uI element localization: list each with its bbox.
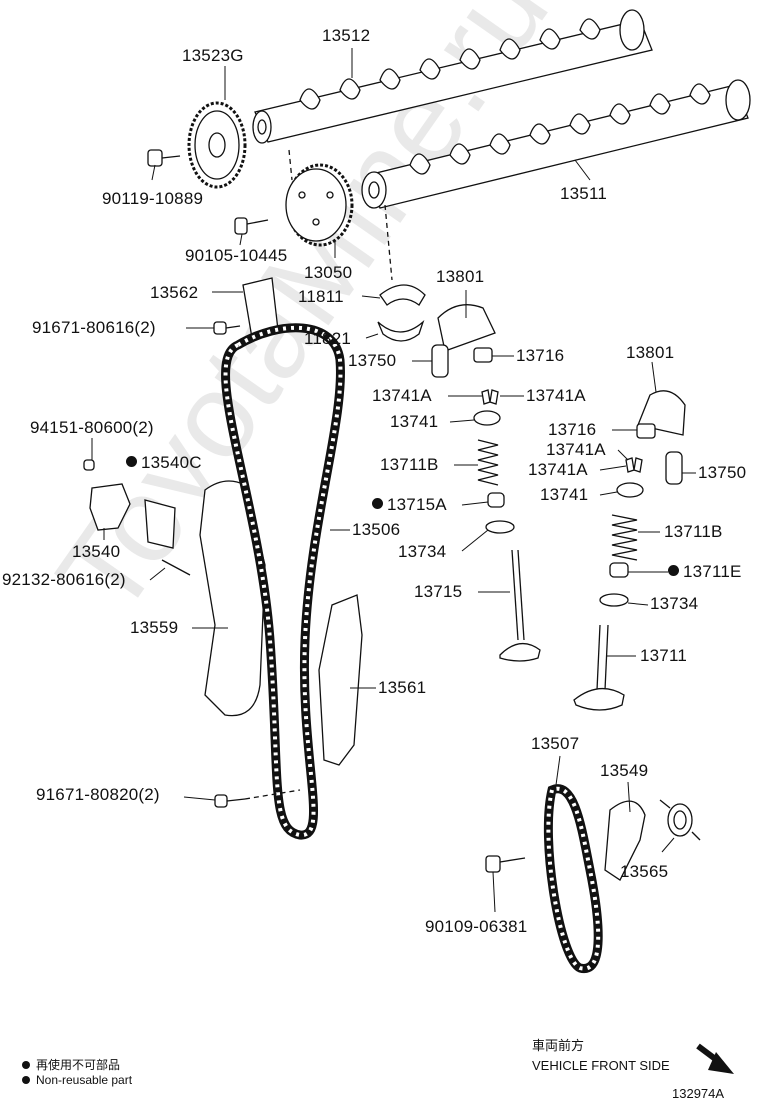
front-side-note: 車両前方 VEHICLE FRONT SIDE xyxy=(532,1036,670,1076)
label-13711b-right: 13711B xyxy=(664,522,723,541)
valve-13711 xyxy=(573,624,625,711)
label-13750-left: 13750 xyxy=(348,351,397,370)
label-13561: 13561 xyxy=(378,678,427,697)
label-13715: 13715 xyxy=(414,582,463,601)
label-92132-80616: 92132-80616(2) xyxy=(2,570,126,589)
spring-13711b-left xyxy=(477,439,499,486)
label-94151-80600: 94151-80600(2) xyxy=(30,418,154,437)
label-13715a-text: 13715A xyxy=(387,495,447,514)
label-90109-06381: 90109-06381 xyxy=(425,917,528,936)
label-13511: 13511 xyxy=(560,184,608,203)
retainer-13741-left xyxy=(473,410,501,426)
legend-en-text: Non-reusable part xyxy=(36,1073,133,1087)
non-reusable-dot-icon xyxy=(126,456,137,467)
legend-dot-icon xyxy=(22,1061,30,1069)
label-13050: 13050 xyxy=(304,263,353,282)
camshaft-13511 xyxy=(361,79,751,209)
label-90119-10889: 90119-10889 xyxy=(102,189,204,208)
bolt-90109 xyxy=(485,855,526,873)
pad-13716-left xyxy=(473,347,493,363)
label-13741-left: 13741 xyxy=(390,412,439,431)
label-11821: 11821 xyxy=(304,329,352,348)
label-13565: 13565 xyxy=(620,862,669,881)
label-13562: 13562 xyxy=(150,283,199,302)
label-91671-80616: 91671-80616(2) xyxy=(32,318,156,337)
keeper-13741a-left xyxy=(481,389,499,405)
label-13741a-left: 13741A xyxy=(372,386,432,405)
tensioner-13540 xyxy=(89,483,131,531)
stud-92132 xyxy=(161,559,191,576)
label-13716-left: 13716 xyxy=(516,346,565,365)
label-13716-right: 13716 xyxy=(548,420,597,439)
vvt-gear-13050 xyxy=(285,163,354,247)
gasket-13540c xyxy=(144,499,176,549)
spring-13711b-right xyxy=(611,514,638,561)
diagram-code: 132974A xyxy=(672,1086,725,1101)
camshaft-13512 xyxy=(252,9,653,144)
legend-jp: 再使用不可部品 xyxy=(22,1056,120,1073)
bolt-91671-80820 xyxy=(214,789,301,808)
label-13734-right: 13734 xyxy=(650,594,699,613)
label-13711b-left: 13711B xyxy=(380,455,439,474)
label-13801-right: 13801 xyxy=(626,343,675,362)
label-13540: 13540 xyxy=(72,542,121,561)
front-side-en: VEHICLE FRONT SIDE xyxy=(532,1058,670,1073)
label-13741a-right: 13741A xyxy=(526,386,586,405)
washer-13734-left xyxy=(485,520,515,534)
bearing-11811 xyxy=(379,284,426,306)
bolt-90105 xyxy=(234,217,269,235)
label-13711: 13711 xyxy=(640,646,688,665)
legend-jp-text: 再使用不可部品 xyxy=(36,1058,121,1072)
bearing-11821 xyxy=(377,319,425,342)
non-reusable-dot-icon xyxy=(668,565,679,576)
label-13750-right: 13750 xyxy=(698,463,747,482)
seal-13715a xyxy=(487,492,505,508)
chain-damper-13549 xyxy=(604,800,646,881)
non-reusable-dot-icon xyxy=(372,498,383,509)
seal-13711e xyxy=(609,562,629,578)
retainer-13741-right xyxy=(616,482,644,498)
label-13559: 13559 xyxy=(130,618,179,637)
legend-en: Non-reusable part xyxy=(22,1073,132,1087)
chain-slipper-13559 xyxy=(199,480,266,717)
label-13512: 13512 xyxy=(322,26,371,45)
nut-94151 xyxy=(83,459,95,471)
label-91671-80820: 91671-80820(2) xyxy=(36,785,160,804)
label-13549: 13549 xyxy=(600,761,649,780)
lash-adjuster-13750-right xyxy=(665,451,683,485)
label-13711e: 13711E xyxy=(668,562,742,582)
label-13741-right: 13741 xyxy=(540,485,589,504)
valve-13715 xyxy=(499,549,541,662)
bolt-90119 xyxy=(147,149,181,167)
label-13506: 13506 xyxy=(352,520,401,539)
label-13741a-mid: 13741A xyxy=(546,440,606,459)
label-13711e-text: 13711E xyxy=(683,562,742,581)
label-13741a-lower: 13741A xyxy=(528,460,588,479)
label-13540c-text: 13540C xyxy=(141,453,202,472)
pad-13716-right xyxy=(636,423,656,439)
label-13801-upper: 13801 xyxy=(436,267,485,286)
rocker-arm-13801-left xyxy=(437,304,496,352)
keeper-13741a-right xyxy=(625,457,643,473)
front-side-jp: 車両前方 xyxy=(532,1038,585,1053)
spring-13565 xyxy=(659,799,701,841)
cam-sprocket-13523g xyxy=(187,101,247,189)
lash-adjuster-13750-left xyxy=(431,344,449,378)
label-13734-left: 13734 xyxy=(398,542,447,561)
label-13507: 13507 xyxy=(531,734,580,753)
label-13715a: 13715A xyxy=(372,495,447,515)
label-90105-10445: 90105-10445 xyxy=(185,246,288,265)
label-13523g: 13523G xyxy=(182,46,244,65)
label-13540c: 13540C xyxy=(126,453,202,473)
chain-guide-13561 xyxy=(318,594,363,766)
label-11811: 11811 xyxy=(298,287,344,306)
legend-dot-icon xyxy=(22,1076,30,1084)
washer-13734-right xyxy=(599,593,629,607)
oil-pump-chain-13507 xyxy=(543,784,603,973)
bolt-91671-80616 xyxy=(213,321,241,335)
